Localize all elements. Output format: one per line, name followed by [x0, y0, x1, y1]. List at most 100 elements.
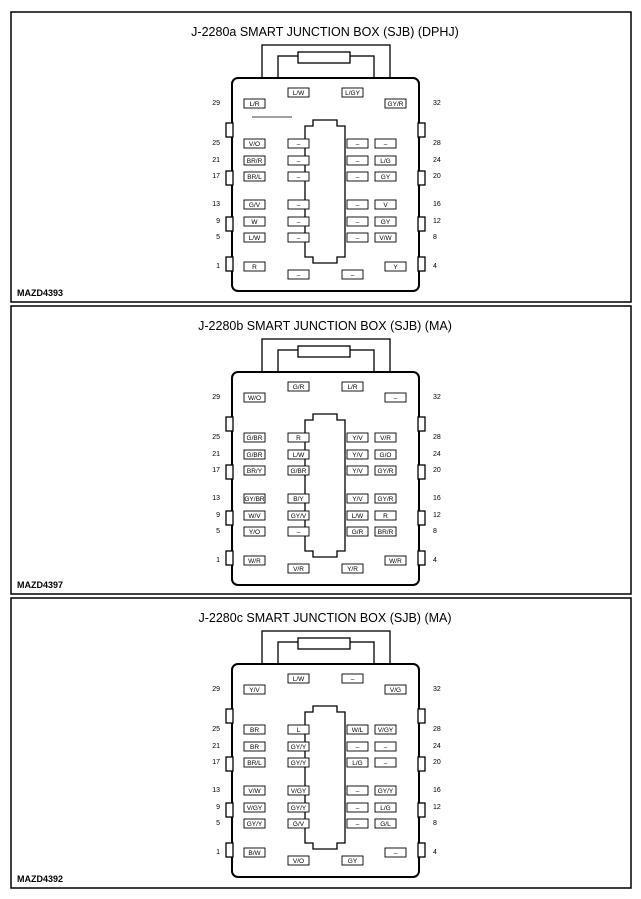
- wire-terminal: [374, 199, 397, 210]
- wire-terminal: [341, 563, 364, 574]
- wire-terminal: [346, 741, 369, 752]
- wire-terminal: [346, 155, 369, 166]
- wire-color-label: –: [356, 174, 360, 181]
- wire-terminal: [346, 232, 369, 243]
- wire-terminal: [287, 87, 310, 98]
- wire-terminal: [287, 138, 310, 149]
- wire-color-label: BR/R: [378, 529, 394, 536]
- wire-color-label: BR/Y: [247, 468, 263, 475]
- right-lock-tab-3: [417, 550, 426, 566]
- wire-terminal: [243, 555, 266, 566]
- wire-terminal: [287, 199, 310, 210]
- wire-terminal: [346, 818, 369, 829]
- wire-color-label: L/R: [347, 384, 357, 391]
- wire-terminal: [374, 432, 397, 443]
- junction-box-panel-3: J-2280c SMART JUNCTION BOX (SJB) (MA)MAZ…: [10, 597, 632, 889]
- wire-color-label: GY/Y: [291, 805, 307, 812]
- wire-terminal: [374, 785, 397, 796]
- pin-number-right: 4: [433, 849, 437, 856]
- wire-color-label: Y/V: [352, 435, 363, 442]
- wire-terminal: [287, 757, 310, 768]
- left-lock-tab-3: [225, 842, 234, 858]
- wire-terminal: [346, 199, 369, 210]
- right-lock-tab-2: [417, 802, 426, 818]
- wire-color-label: –: [297, 219, 301, 226]
- wire-color-label: L/G: [380, 805, 390, 812]
- wire-terminal: [287, 449, 310, 460]
- wire-terminal: [346, 138, 369, 149]
- wire-terminal: [243, 138, 266, 149]
- wire-terminal: [287, 785, 310, 796]
- pin-number-left: 25: [212, 140, 220, 147]
- wire-terminal: [374, 757, 397, 768]
- wire-color-label: W: [251, 219, 258, 226]
- wire-terminal: [374, 155, 397, 166]
- pin-number-left: 1: [216, 557, 220, 564]
- right-lock-tab-1: [417, 756, 426, 772]
- pin-number-left: 25: [212, 726, 220, 733]
- wire-color-label: W/R: [389, 558, 402, 565]
- wire-terminal: [287, 724, 310, 735]
- left-lock-tab-1: [225, 464, 234, 480]
- wire-terminal: [243, 465, 266, 476]
- wire-color-label: GY/R: [378, 468, 394, 475]
- wire-color-label: B/Y: [293, 496, 304, 503]
- wire-terminal: [384, 392, 407, 403]
- wire-terminal: [374, 526, 397, 537]
- wire-terminal: [287, 465, 310, 476]
- wire-color-label: –: [356, 821, 360, 828]
- wire-terminal: [287, 216, 310, 227]
- wire-terminal: [243, 493, 266, 504]
- wire-terminal: [384, 98, 407, 109]
- panel-frame: [10, 305, 632, 595]
- wire-color-label: Y/R: [347, 566, 358, 573]
- pin-number-right: 12: [433, 218, 441, 225]
- wire-terminal: [287, 563, 310, 574]
- wire-color-label: L: [297, 727, 301, 734]
- wire-color-label: V/W: [248, 788, 261, 795]
- right-lock-tab-0: [417, 708, 426, 724]
- wire-terminal: [243, 785, 266, 796]
- wire-color-label: V/O: [249, 141, 260, 148]
- pin-number-left: 1: [216, 849, 220, 856]
- left-lock-tab-0: [225, 708, 234, 724]
- wire-color-label: G/R: [293, 384, 305, 391]
- wire-terminal: [243, 171, 266, 182]
- wire-color-label: –: [297, 235, 301, 242]
- wire-terminal: [243, 232, 266, 243]
- wire-color-label: L/W: [352, 513, 364, 520]
- wire-terminal: [287, 526, 310, 537]
- wire-color-label: –: [356, 744, 360, 751]
- wire-color-label: L/W: [293, 90, 305, 97]
- wire-color-label: V/GY: [247, 805, 263, 812]
- pin-number-right: 8: [433, 528, 437, 535]
- wire-color-label: BR: [250, 727, 259, 734]
- diagram-code: MAZD4397: [17, 580, 63, 590]
- wire-color-label: G/BR: [291, 468, 307, 475]
- pin-number-left: 5: [216, 234, 220, 241]
- wire-terminal: [287, 673, 310, 684]
- left-lock-tab-2: [225, 510, 234, 526]
- right-lock-tab-0: [417, 416, 426, 432]
- pin-number-right: 32: [433, 100, 441, 107]
- wire-terminal: [287, 432, 310, 443]
- pin-number-left: 9: [216, 804, 220, 811]
- pin-number-right: 32: [433, 686, 441, 693]
- pin-number-left: 21: [212, 743, 220, 750]
- pin-number-right: 8: [433, 234, 437, 241]
- wire-terminal: [287, 510, 310, 521]
- wire-terminal: [384, 555, 407, 566]
- wire-terminal: [374, 465, 397, 476]
- wire-color-label: G/L: [380, 821, 391, 828]
- wire-terminal: [374, 449, 397, 460]
- wire-color-label: L/W: [249, 235, 261, 242]
- wire-color-label: L/W: [293, 676, 305, 683]
- wire-color-label: GY/R: [378, 496, 394, 503]
- pin-number-left: 13: [212, 201, 220, 208]
- pin-number-right: 4: [433, 263, 437, 270]
- wire-color-label: W/R: [248, 558, 261, 565]
- left-lock-tab-3: [225, 550, 234, 566]
- wire-terminal: [346, 449, 369, 460]
- wire-terminal: [374, 138, 397, 149]
